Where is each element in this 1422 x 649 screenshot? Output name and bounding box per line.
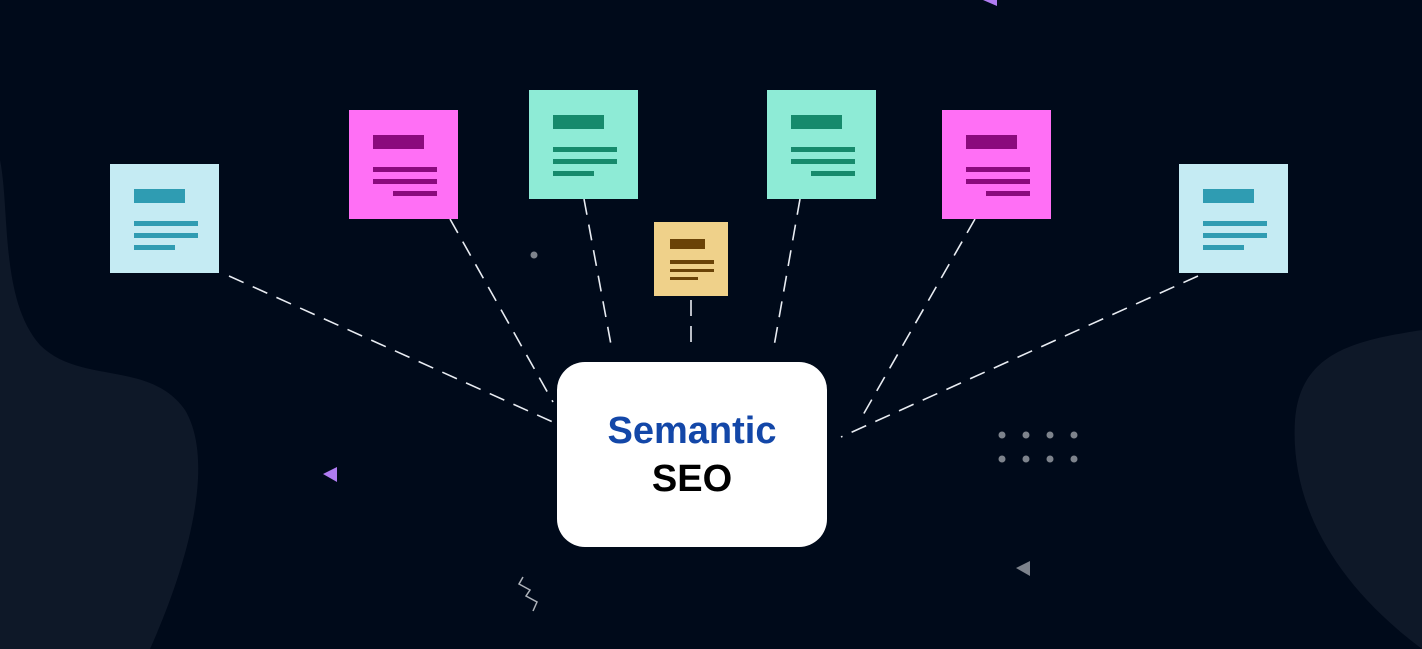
triangle-left-icon [323,467,337,482]
triangle-bottom-right-icon [1016,561,1030,576]
doc-text-line [965,178,1031,185]
doc-text-line [552,170,595,177]
dot-grid-icon [998,431,1078,463]
doc-text-line [133,244,176,251]
center-card: Semantic SEO [557,362,827,547]
doc-text-line [372,166,438,173]
connector-line-1 [228,275,556,424]
zigzag-icon [517,576,538,612]
document-icon-green-left [529,90,638,199]
connector-line-6 [858,218,976,423]
doc-heading-bar [790,115,843,130]
doc-text-line [372,178,438,185]
doc-text-line [552,146,618,153]
doc-heading-bar [552,115,605,130]
document-icon-green-right [767,90,876,199]
document-icon-pink-left [349,110,458,219]
right-blob-shape [1294,330,1422,649]
doc-text-line [1202,220,1268,227]
doc-text-line [810,170,856,177]
doc-text-line [1202,232,1268,239]
doc-text-line [670,260,714,265]
doc-heading-bar [965,135,1018,150]
doc-heading-bar [372,135,425,150]
doc-text-line [133,220,199,227]
center-title: Semantic [607,409,777,452]
doc-text-line [985,190,1031,197]
doc-heading-bar [133,189,186,204]
connector-line-3 [583,198,613,351]
connector-line-7 [840,275,1199,438]
doc-text-line [670,276,699,281]
doc-text-line [790,158,856,165]
doc-text-line [392,190,438,197]
triangle-top-icon [983,0,997,6]
small-dot-icon [530,251,538,259]
document-icon-yellow-center [654,222,728,296]
center-subtitle: SEO [651,457,733,500]
doc-text-line [965,166,1031,173]
doc-heading-bar [670,239,706,249]
doc-text-line [670,268,714,273]
document-icon-blue-left [110,164,219,273]
doc-text-line [133,232,199,239]
doc-text-line [552,158,618,165]
connector-line-2 [449,218,554,403]
doc-text-line [790,146,856,153]
connector-line-5 [772,198,801,353]
doc-heading-bar [1202,189,1255,204]
doc-text-line [1202,244,1245,251]
document-icon-pink-right [942,110,1051,219]
left-blob-shape [0,160,199,649]
document-icon-blue-right [1179,164,1288,273]
